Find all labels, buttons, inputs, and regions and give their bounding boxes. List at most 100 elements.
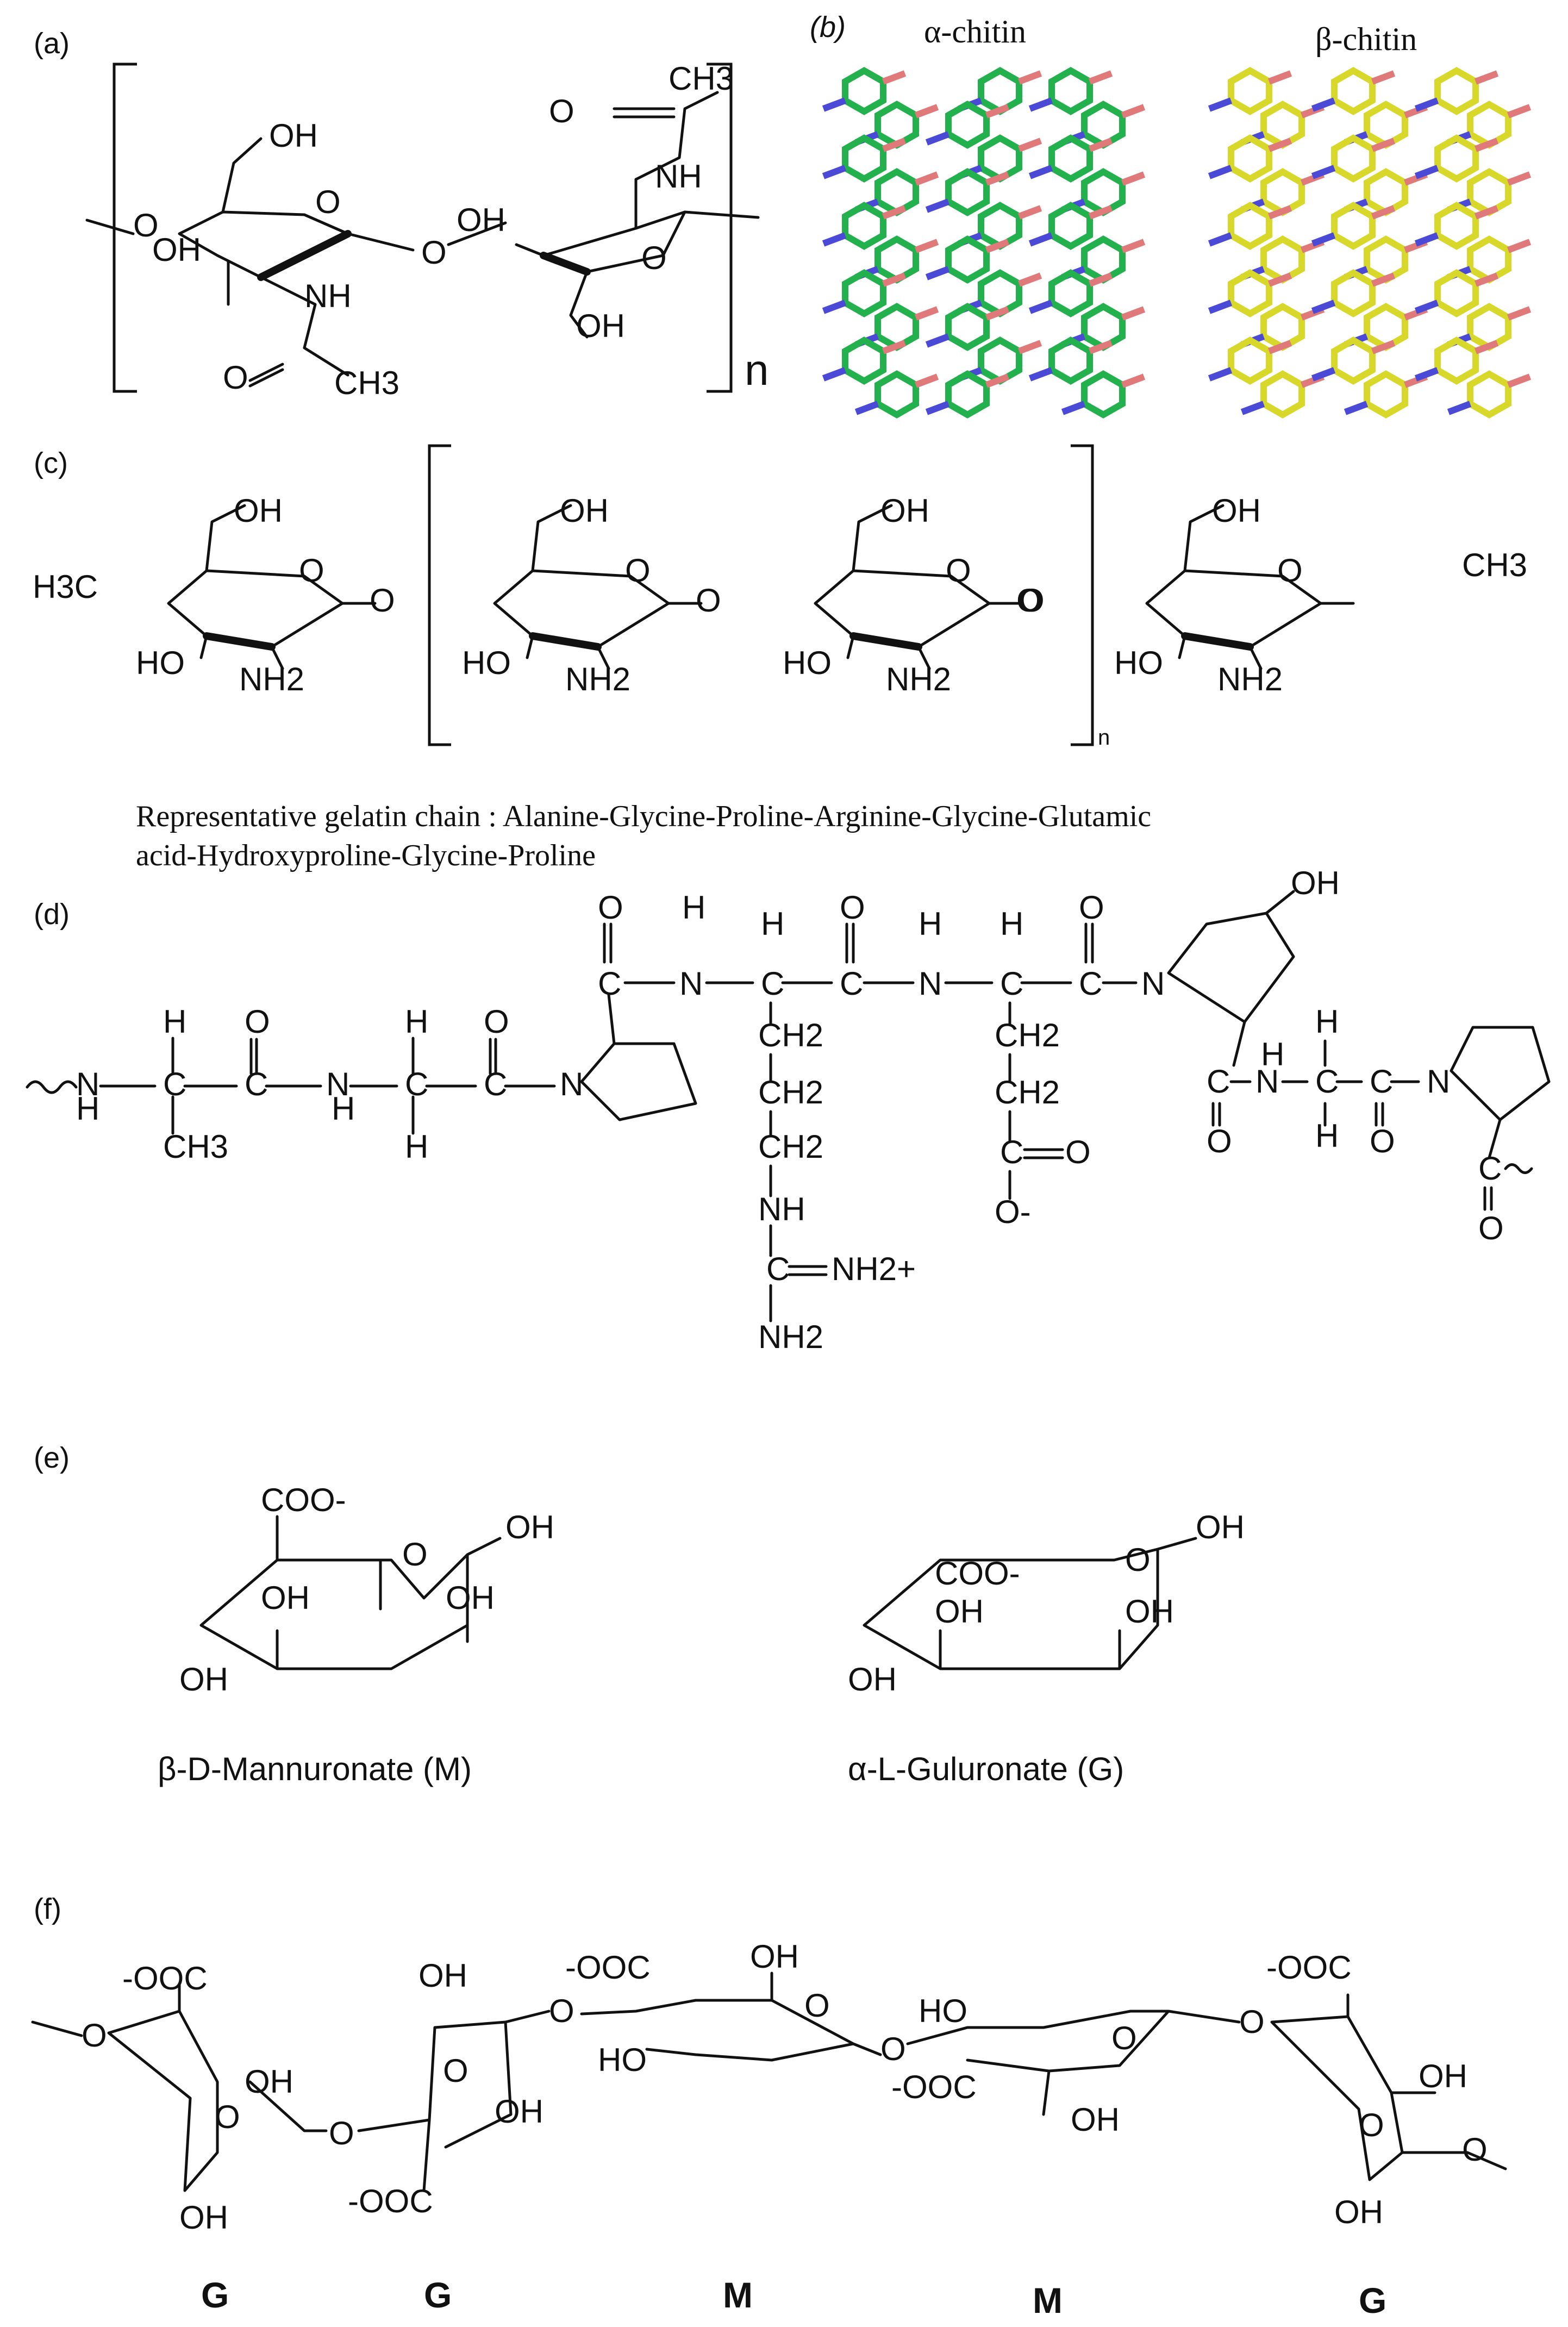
atom-label: H [405,1128,428,1165]
chitin-ring-stick [945,370,990,419]
nitrogen-stick [1028,97,1053,112]
hydroxyproline-ring [1167,890,1295,1067]
atom-label: NH2 [886,661,951,697]
chitin-ring-stick [1331,336,1376,385]
atom-label: C [1079,965,1102,1002]
bond [705,981,833,1322]
chitin-ring-stick [1228,202,1272,250]
atom-label: HO [919,1993,967,2029]
atom-label: CH3 [334,365,399,401]
nitrogen-stick [822,300,847,314]
bond [85,219,135,235]
atom-label: C [405,1066,428,1102]
nitrogen-stick [1447,401,1472,415]
oxygen-stick [1017,138,1042,152]
atom-label: CH2 [758,1017,823,1053]
oxygen-stick [882,70,907,85]
nitrogen-stick [822,165,847,179]
chitin-ring-stick [874,303,919,351]
oxygen-stick [882,205,907,220]
nitrogen-stick [1414,165,1439,179]
oxygen-stick [1017,272,1042,287]
atom-label: HO [598,2042,647,2078]
atom-label: O [215,2099,240,2135]
atom-label: CH3 [163,1128,228,1165]
nitrogen-stick [1028,367,1053,382]
atom-label: C [1478,1150,1502,1187]
chitin-ring-stick [1434,67,1479,115]
atom-label: CH3 [1462,547,1527,583]
nitrogen-stick [1028,232,1053,247]
atom-label: CH2 [995,1074,1060,1111]
bond [569,178,760,339]
atom-label: C [840,965,863,1002]
oxygen-stick [1088,138,1113,152]
atom-label: OH [505,1509,554,1545]
atom-label: C [1000,1134,1023,1170]
atom-label: O [245,1003,270,1040]
chitin-ring-stick [1081,303,1126,351]
oxygen-stick [882,138,907,152]
atom-label: OH [457,202,505,238]
atom-label: O [133,207,159,244]
nitrogen-stick [1208,97,1233,112]
oxygen-stick [1507,373,1532,388]
nitrogen-stick [1061,401,1086,415]
bracket-right [1071,444,1094,746]
chitin-ring-stick [1228,67,1272,115]
atom-label: NH [758,1191,805,1227]
atom-label: OH [1291,865,1340,901]
atom-label: COO- [935,1555,1020,1592]
atom-label: NH2 [239,661,304,697]
chitin-ring-stick [1467,303,1511,351]
oxygen-stick [1267,70,1292,85]
atom-label: O- [995,1194,1031,1230]
oxygen-stick [1121,171,1146,186]
guluronate-ring [863,1537,1197,1670]
chitin-ring-stick [1434,269,1479,317]
unit-label-2: G [424,2275,452,2315]
unit-label-1: G [201,2275,229,2315]
atom-label: O [625,552,651,589]
oxygen-stick [1371,70,1396,85]
atom-label: H [1315,1003,1339,1040]
atom-label: OH [880,492,929,529]
oxygen-stick [1088,272,1113,287]
nitrogen-stick [822,97,847,112]
panel-label-f: (f) [34,1893,61,1925]
oxygen-stick [985,239,1010,253]
atom-label: O [641,240,667,276]
oxygen-stick [1017,205,1042,220]
atom-label: H [919,906,942,942]
nitrogen-stick [1414,232,1439,247]
nitrogen-stick [1311,97,1336,112]
gelatin-caption: Representative gelatin chain : Alanine-G… [136,800,1151,872]
oxygen-stick [1267,205,1292,220]
oxygen-stick [985,104,1010,118]
alginate-ring-g1 [107,1982,328,2192]
bracket-right [707,63,733,393]
wavy-bond [26,1080,78,1094]
atom-label: O [1016,582,1042,619]
chitin-ring-stick [978,134,1022,183]
atom-label: O [82,2017,107,2054]
atom-label: OH [495,2093,544,2130]
chitin-ring-stick [842,269,886,317]
repeat-subscript-n: n [745,346,769,394]
panel-b: (b) α-chitin β-chitin [810,11,1532,419]
oxygen-stick [1088,205,1113,220]
unit-label-5: G [1359,2280,1386,2320]
wedge-bond [529,632,602,651]
beta-chitin-title: β-chitin [1315,21,1417,57]
chitin-ring-stick [1434,202,1479,250]
panel-label-b: (b) [810,11,846,43]
acetyl-bond [248,346,349,388]
oxygen-stick [882,272,907,287]
atom-label: -OOC [1266,1949,1352,1986]
oxygen-stick [985,171,1010,186]
nitrogen-stick [854,401,879,415]
oxygen-stick [1507,104,1532,118]
oxygen-stick [1088,70,1113,85]
